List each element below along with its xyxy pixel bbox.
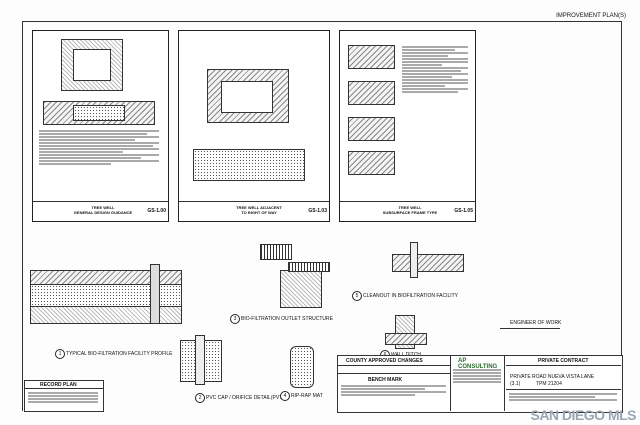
detail-5-marker: 5 xyxy=(352,291,362,301)
sheet-header: IMPROVEMENT PLAN(S) xyxy=(556,13,626,19)
detail-2-title: PVC CAP / ORIFICE DETAIL(PVT) xyxy=(206,395,284,401)
panel-2-title: TREE WELL ADJACENT TO RIGHT OF WAY xyxy=(236,205,282,215)
subsurface-detail-4 xyxy=(348,151,395,175)
project-lines xyxy=(509,392,617,402)
detail-3-title: BIO-FILTRATION OUTLET STRUCTURE xyxy=(241,316,333,322)
project-rule-2 xyxy=(506,389,621,390)
panel-tree-well-general: TREE WELL GENERAL DESIGN GUIDANCE GS-1.0… xyxy=(32,30,169,222)
detail-2-marker: 2 xyxy=(195,393,205,403)
header-rule xyxy=(22,21,622,22)
panel-1-title-block: TREE WELL GENERAL DESIGN GUIDANCE GS-1.0… xyxy=(33,201,168,221)
detail-5-title: CLEANOUT IN BIOFILTRATION FACILITY xyxy=(363,293,459,299)
panel-1-code: GS-1.00 xyxy=(147,208,166,214)
panel-3-title: TREE WELL SUBSURFACE FRAME TYPE xyxy=(382,205,438,215)
pvc-pipe xyxy=(195,335,205,385)
left-border xyxy=(22,21,23,411)
changes-table: COUNTY APPROVED CHANGES BENCH MARK xyxy=(338,356,451,411)
panel-3-code: GS-1.05 xyxy=(454,208,473,214)
grate-detail xyxy=(260,244,292,260)
cleanout-soil xyxy=(392,254,464,272)
subsurface-detail-2 xyxy=(348,81,395,105)
engineer-of-work: ENGINEER OF WORK xyxy=(510,320,562,326)
panel-2-title-block: TREE WELL ADJACENT TO RIGHT OF WAY GS-1.… xyxy=(179,201,329,221)
subsurface-notes xyxy=(402,45,468,94)
firm-name: AP CONSULTING xyxy=(458,358,498,370)
outlet-grate xyxy=(288,262,330,272)
subsurface-detail-3 xyxy=(348,117,395,141)
project-rule-1 xyxy=(506,365,621,366)
record-plan-title: RECORD PLAN xyxy=(40,382,77,388)
profile-pipe xyxy=(150,264,160,324)
panel-2-code: GS-1.03 xyxy=(308,208,327,214)
record-plan-rule xyxy=(25,388,103,389)
right-border xyxy=(621,21,622,411)
plan-view-inner xyxy=(73,49,111,81)
project-line-1: PRIVATE ROAD NUEVA VISTA LANE xyxy=(510,374,595,380)
mls-watermark: SAN DIEGO MLS xyxy=(530,407,636,423)
detail-1-marker: 1 xyxy=(55,349,65,359)
panel-3-title-block: TREE WELL SUBSURFACE FRAME TYPE GS-1.05 xyxy=(340,201,475,221)
detail-1-title: TYPICAL BIO-FILTRATION FACILITY PROFILE xyxy=(66,351,173,357)
rip-rap-stones xyxy=(290,346,314,388)
panel-1-title: TREE WELL GENERAL DESIGN GUIDANCE xyxy=(73,205,133,215)
record-plan-box: RECORD PLAN xyxy=(24,380,104,412)
notes-block xyxy=(39,129,159,166)
changes-rule-1 xyxy=(338,365,450,366)
wall-ditch-base xyxy=(385,333,427,345)
section-view xyxy=(193,149,305,181)
project-line-2: (3.1) xyxy=(510,381,521,387)
section-gravel xyxy=(73,105,125,121)
detail-4-title: RIP-RAP MAT xyxy=(291,393,323,399)
record-plan-lines xyxy=(28,391,98,404)
county-changes-title: COUNTY APPROVED CHANGES xyxy=(346,358,423,364)
title-block: COUNTY APPROVED CHANGES BENCH MARK AP CO… xyxy=(337,355,623,413)
bench-mark-lines xyxy=(341,384,446,397)
panel-tree-well-row: TREE WELL ADJACENT TO RIGHT OF WAY GS-1.… xyxy=(178,30,330,222)
profile-base xyxy=(30,306,182,324)
detail-3-marker: 3 xyxy=(230,314,240,324)
project-line-3: TPM 21204 xyxy=(536,381,562,387)
detail-4-marker: 4 xyxy=(280,391,290,401)
changes-rule-2 xyxy=(338,373,450,374)
firm-cell: AP CONSULTING xyxy=(450,356,505,411)
subsurface-detail-1 xyxy=(348,45,395,69)
cleanout-pipe xyxy=(410,242,418,278)
contract-label: PRIVATE CONTRACT xyxy=(538,358,589,364)
panel-tree-well-subsurface: TREE WELL SUBSURFACE FRAME TYPE GS-1.05 xyxy=(339,30,476,222)
outlet-box xyxy=(280,270,322,308)
project-cell: PRIVATE CONTRACT PRIVATE ROAD NUEVA VIST… xyxy=(506,356,621,411)
plan-view-inner xyxy=(221,81,273,113)
bench-mark-title: BENCH MARK xyxy=(368,377,403,383)
firm-lines xyxy=(453,368,501,384)
engineer-rule xyxy=(500,328,560,329)
